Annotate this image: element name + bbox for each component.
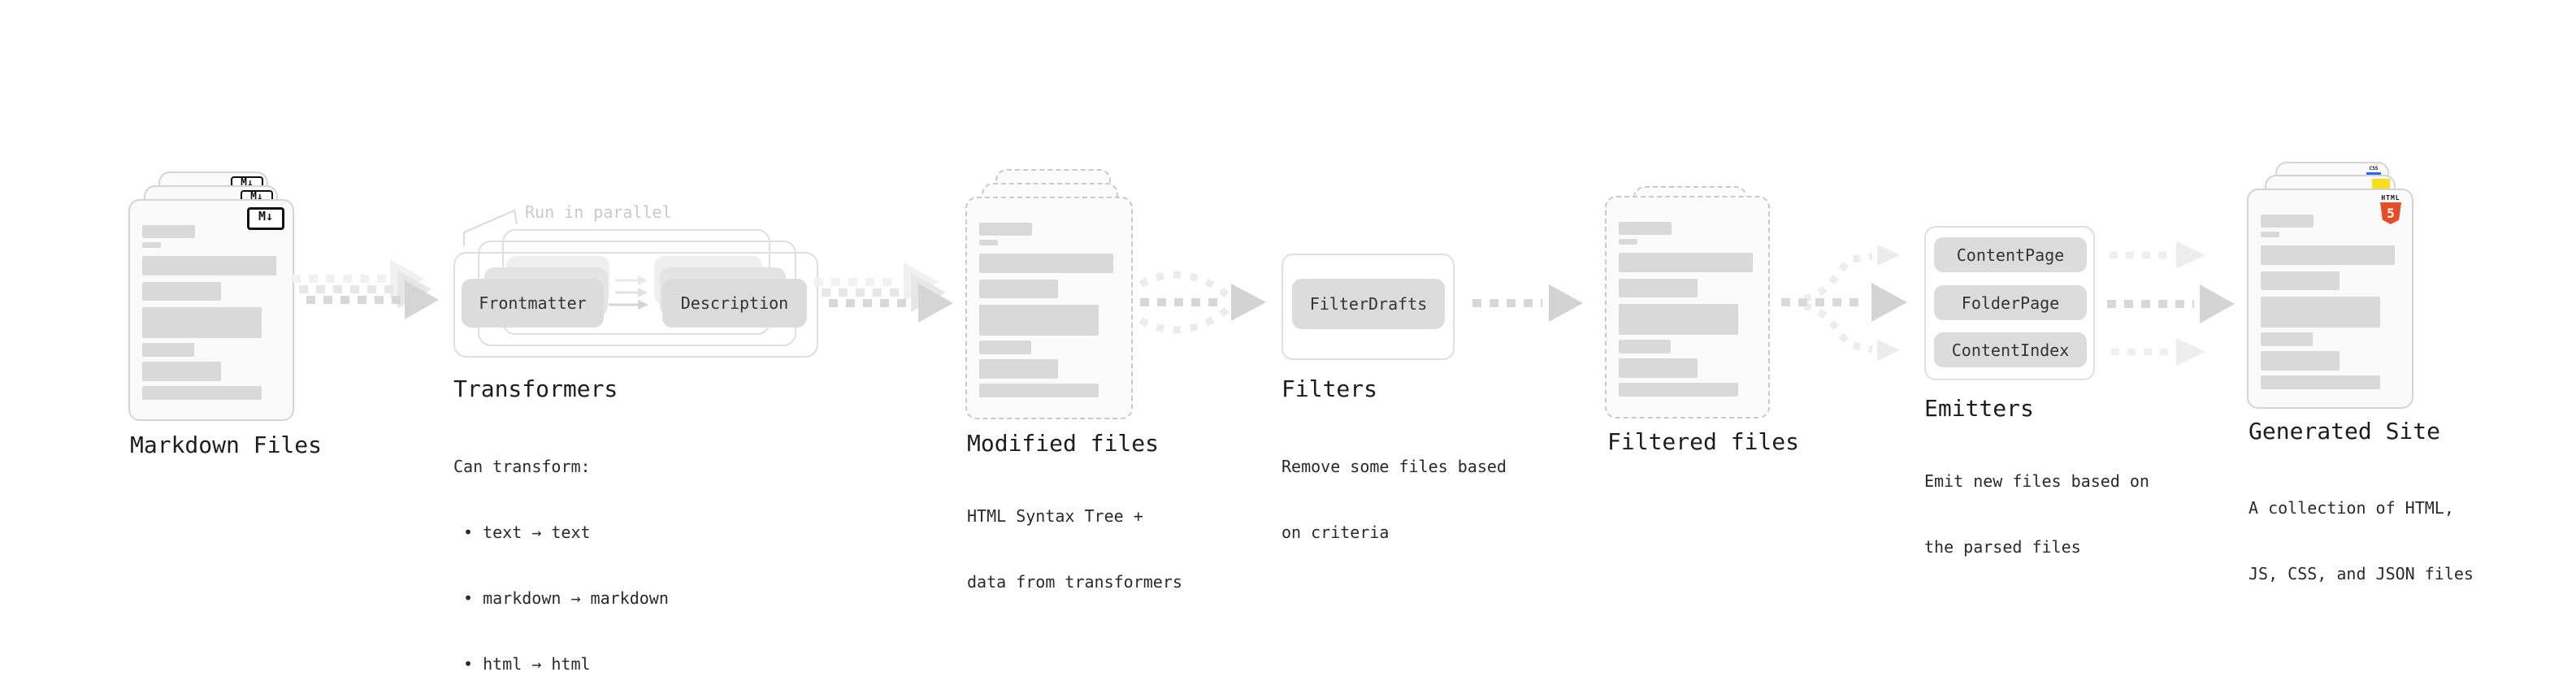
arrow-emitters-to-generated — [2107, 241, 2235, 366]
css-label: CSS — [2369, 166, 2379, 171]
js-icon — [2372, 179, 2390, 189]
stage-description: Emit new files based on the parsed files — [1924, 427, 2149, 602]
placeholder-text-bar — [142, 256, 276, 275]
desc-line: the parsed files — [1924, 537, 2081, 557]
stage-title: Modified files — [967, 430, 1160, 457]
node-label: Description — [680, 293, 789, 313]
html5-shield: 5 — [2380, 202, 2401, 224]
placeholder-text-bar — [1619, 304, 1738, 335]
placeholder-text-bar — [2261, 232, 2279, 237]
bullet-line: • text → text — [463, 523, 591, 542]
stage-title: Emitters — [1924, 395, 2034, 422]
placeholder-text-bar — [979, 340, 1031, 354]
stage-description: Remove some files based on criteria — [1281, 412, 1507, 588]
css-icon: CSS — [2366, 166, 2381, 175]
placeholder-text-bar — [979, 280, 1058, 298]
stage-title: Transformers — [453, 375, 618, 402]
placeholder-text-bar — [1619, 279, 1698, 297]
stage-description: A collection of HTML, JS, CSS, and JSON … — [2249, 453, 2474, 629]
placeholder-text-bar — [2261, 351, 2340, 371]
css-bar — [2366, 172, 2381, 175]
stage-title: Filtered files — [1607, 428, 1800, 455]
desc-line: on criteria — [1281, 523, 1390, 542]
arrow-transformers-to-modified — [814, 262, 953, 323]
desc-line: A collection of HTML, — [2249, 498, 2454, 518]
placeholder-text-bar — [2261, 215, 2314, 228]
placeholder-text-bar — [979, 359, 1058, 379]
document-front: HTML 5 — [2247, 189, 2413, 409]
placeholder-text-bar — [142, 225, 195, 238]
placeholder-text-bar — [1619, 253, 1753, 272]
filters-frame — [1281, 254, 1455, 360]
bullet-line: • markdown → markdown — [463, 588, 669, 608]
node-label: ContentIndex — [1951, 340, 2070, 360]
node-description: Description — [662, 279, 807, 327]
placeholder-text-bar — [142, 386, 262, 400]
html5-icon: HTML 5 — [2379, 194, 2402, 224]
arrow-filters-to-filtered — [1472, 284, 1583, 322]
document-front — [965, 197, 1133, 419]
html5-five: 5 — [2387, 206, 2395, 221]
transformer-frame-front — [453, 252, 818, 358]
placeholder-text-bar — [979, 305, 1099, 336]
placeholder-text-bar — [1619, 340, 1671, 354]
html5-label: HTML — [2381, 194, 2400, 202]
emitters-frame — [1924, 226, 2095, 380]
desc-line: Can transform: — [453, 457, 591, 476]
stage-title: Markdown Files — [130, 432, 323, 458]
node-frontmatter: Frontmatter — [462, 279, 604, 327]
desc-line: HTML Syntax Tree + — [967, 506, 1143, 526]
node-label: Frontmatter — [479, 293, 587, 313]
arrow-modified-to-filters — [1138, 271, 1266, 334]
desc-line: JS, CSS, and JSON files — [2249, 564, 2474, 583]
placeholder-text-bar — [1619, 358, 1698, 378]
desc-line: Emit new files based on — [1924, 471, 2149, 491]
stage-title: Filters — [1281, 375, 1378, 402]
bullet-line: • html → html — [463, 654, 591, 674]
document-front: M↓ — [128, 199, 294, 421]
desc-line: data from transformers — [967, 572, 1182, 592]
node-contentpage: ContentPage — [1934, 237, 2087, 272]
placeholder-text-bar — [1619, 239, 1637, 245]
placeholder-text-bar — [2261, 297, 2380, 327]
placeholder-text-bar — [2261, 245, 2395, 265]
placeholder-text-bar — [979, 240, 998, 245]
stage-description: Can transform: • text → text • markdown … — [453, 412, 669, 681]
placeholder-text-bar — [142, 282, 221, 301]
run-in-parallel-note: Run in parallel — [525, 202, 672, 222]
placeholder-text-bar — [1619, 222, 1672, 235]
node-label: ContentPage — [1956, 245, 2065, 265]
arrow-markdown-to-transformers — [292, 259, 439, 319]
placeholder-text-bar — [142, 343, 194, 357]
node-folderpage: FolderPage — [1934, 285, 2087, 320]
desc-line: Remove some files based — [1281, 457, 1507, 476]
node-contentindex: ContentIndex — [1934, 332, 2087, 367]
placeholder-text-bar — [2261, 375, 2380, 389]
markdown-icon: M↓ — [247, 207, 284, 230]
placeholder-text-bar — [142, 242, 161, 248]
placeholder-text-bar — [2261, 332, 2313, 346]
placeholder-text-bar — [979, 223, 1032, 236]
placeholder-text-bar — [2261, 271, 2340, 290]
node-filterdrafts: FilterDrafts — [1292, 279, 1445, 329]
placeholder-text-bar — [142, 307, 262, 338]
stage-description: HTML Syntax Tree + data from transformer… — [967, 462, 1182, 637]
placeholder-text-bar — [142, 362, 221, 381]
placeholder-text-bar — [1619, 383, 1738, 397]
document-front — [1605, 196, 1770, 419]
node-label: FilterDrafts — [1309, 294, 1428, 314]
arrow-filtered-to-emitters — [1781, 245, 1907, 361]
placeholder-text-bar — [979, 384, 1099, 397]
node-label: FolderPage — [1961, 293, 2060, 313]
placeholder-text-bar — [979, 254, 1113, 273]
stage-title: Generated Site — [2249, 418, 2441, 445]
